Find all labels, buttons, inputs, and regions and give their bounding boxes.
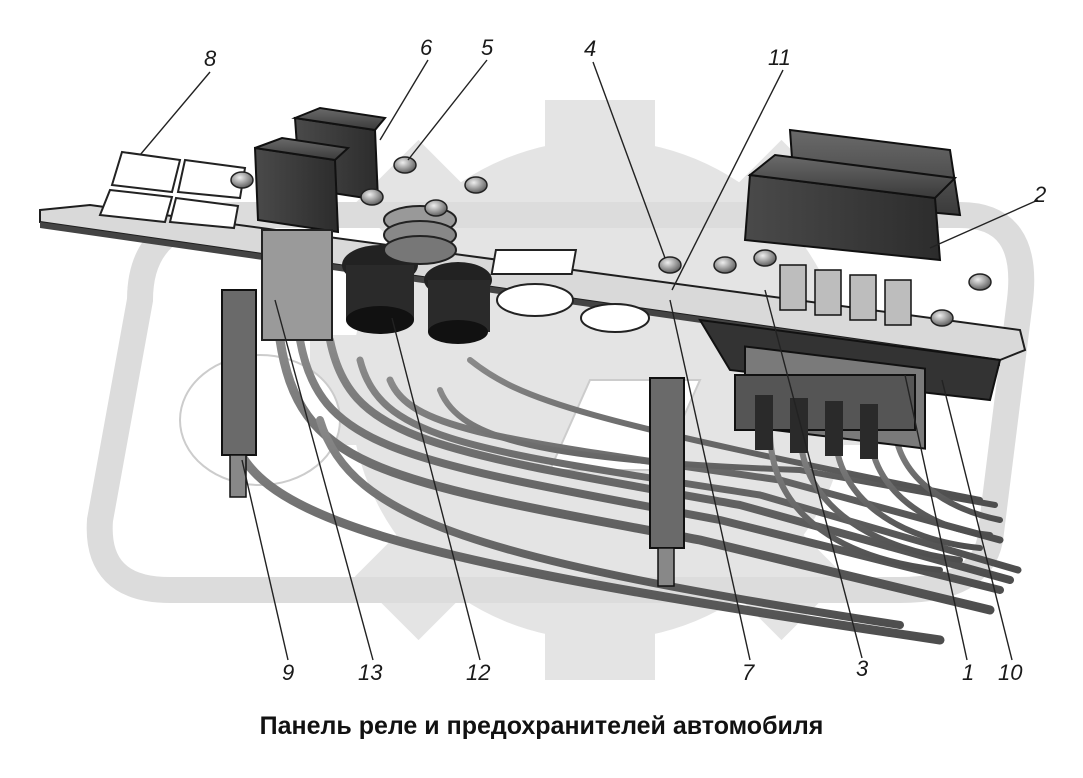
callout-1: 1 [962,660,974,685]
relay-block-left [253,106,387,341]
figure-caption: Панель реле и предохранителей автомобиля [259,712,824,740]
callout-6: 6 [420,35,433,60]
callout-9: 9 [282,660,294,685]
connector-sockets [342,205,492,344]
callout-7: 7 [742,660,755,685]
callout-5: 5 [481,35,494,60]
standoff-posts [221,289,685,587]
wire-harness [225,335,1022,645]
callout-2: 2 [1033,182,1046,207]
callout-12: 12 [466,660,490,685]
callout-13: 13 [358,660,383,685]
callout-3: 3 [856,656,869,681]
callout-4: 4 [584,36,596,61]
fuse-block [698,264,1002,459]
callout-11: 11 [768,45,791,70]
callout-10: 10 [998,660,1023,685]
relay-fuse-panel-diagram: 8 6 5 4 11 2 9 13 12 7 3 1 10 [39,35,1046,685]
screws [230,156,992,327]
callout-labels: 8 6 5 4 11 2 9 13 12 7 3 1 10 [204,35,1046,685]
callout-8: 8 [204,46,217,71]
leader-lines [139,59,1039,661]
relay-block-right [743,128,962,262]
plate-grid-frame [98,150,247,230]
